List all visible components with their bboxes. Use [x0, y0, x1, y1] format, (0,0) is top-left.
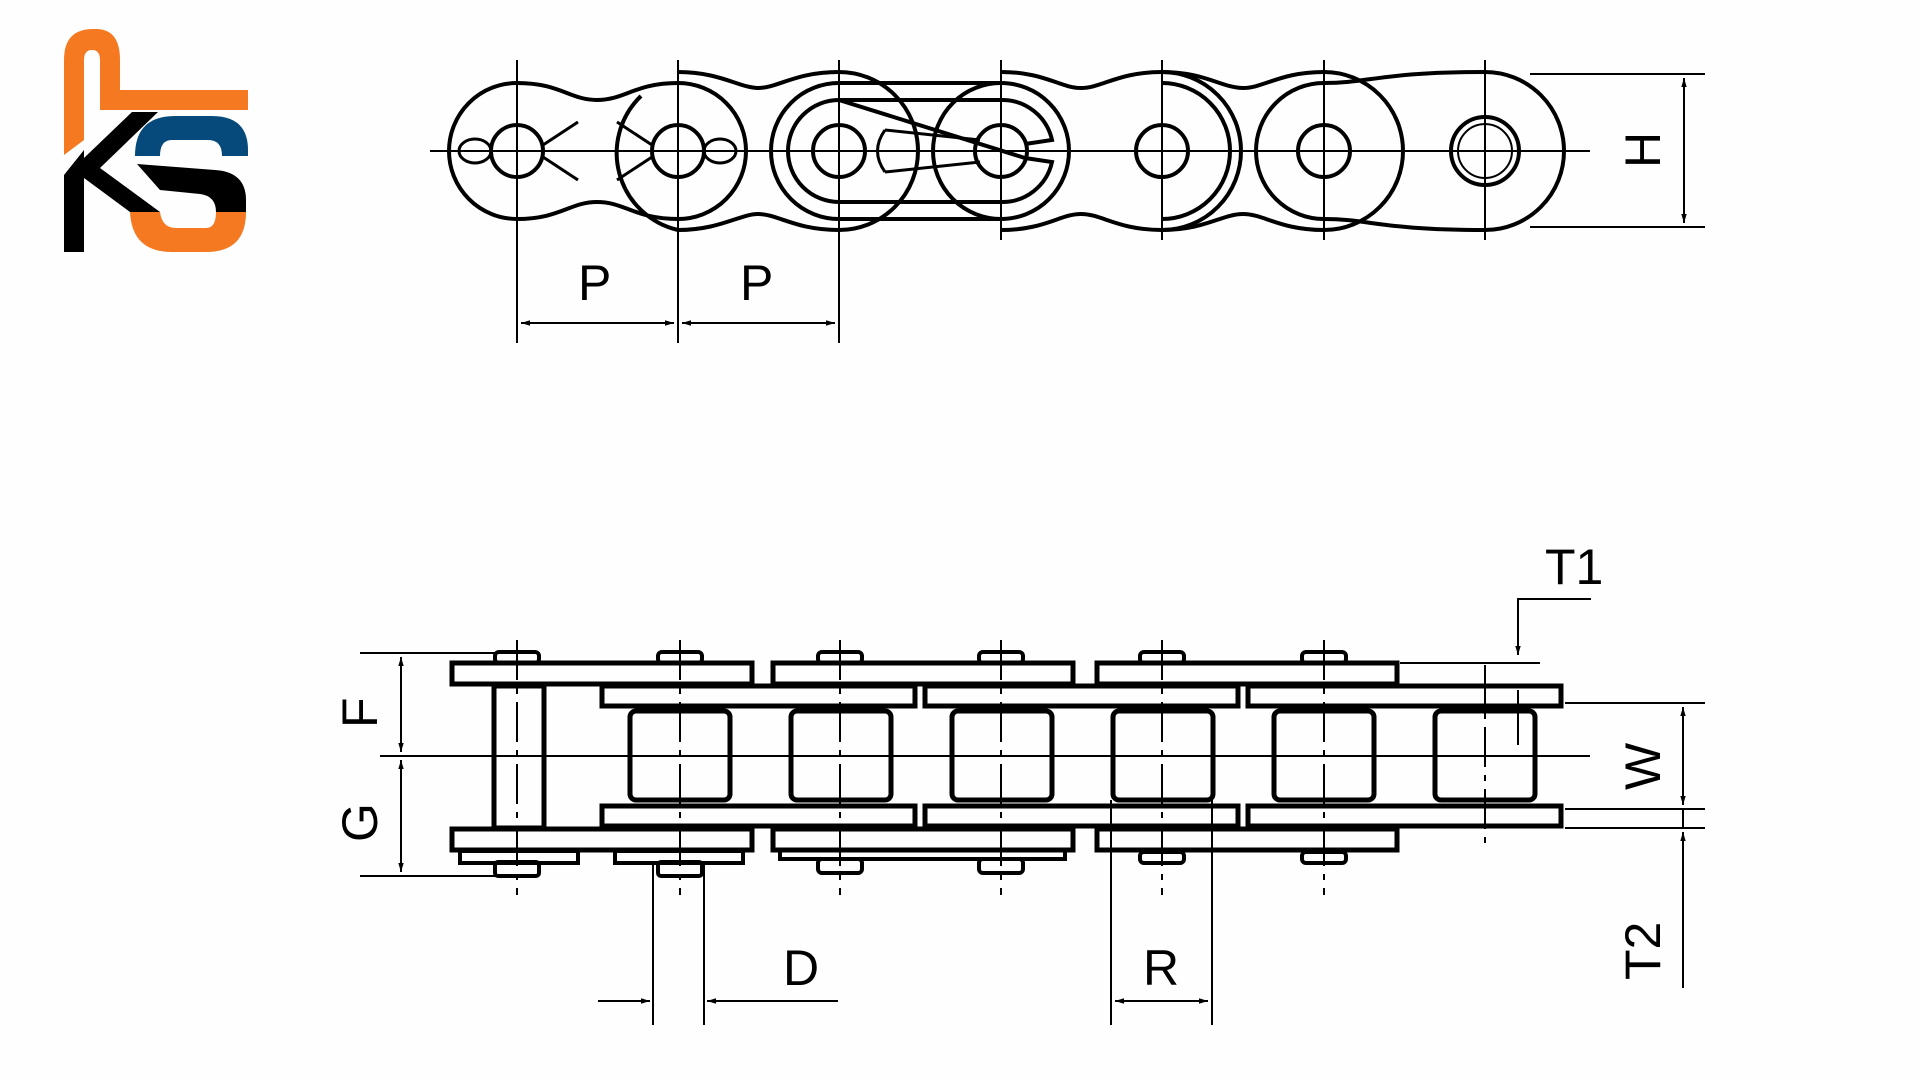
outer-link-plate-2	[931, 81, 1232, 221]
top-pins	[489, 115, 1521, 187]
ks-logo	[64, 29, 248, 252]
cotter-pins	[457, 120, 738, 182]
inner-plates-bottom	[599, 803, 1564, 829]
dimension-label-t2: T2	[1615, 922, 1671, 980]
inner-link-plate-1	[614, 69, 920, 233]
dimension-label-t1: T1	[1545, 539, 1603, 595]
clip-plate	[778, 848, 1067, 861]
outer-plates-bottom	[449, 826, 1400, 853]
t1-leader	[1515, 598, 1591, 655]
spring-clip-slot	[876, 128, 981, 174]
inner-plates-top	[599, 683, 1564, 709]
inner-link-plate-2	[1000, 69, 1243, 233]
dimension-label-p2: P	[740, 255, 773, 311]
dimension-label-f: F	[332, 697, 388, 728]
pin-heads-bottom	[458, 849, 1348, 878]
end-pin	[491, 683, 547, 831]
logo-letter-s-top	[135, 116, 248, 156]
spring-clip	[786, 97, 1055, 205]
rollers	[627, 708, 1538, 803]
dimension-label-g: G	[332, 803, 388, 842]
logo-letter-s-middle	[137, 164, 246, 212]
logo-letter-s-bottom	[130, 212, 246, 252]
bottom-pin-axes	[516, 640, 1486, 895]
inner-link-plate-3	[1161, 69, 1405, 233]
outer-link-plate-1	[447, 80, 748, 222]
outer-plates-top	[449, 660, 1400, 687]
pin-heads-top	[493, 650, 1348, 665]
logo-orange-hook	[64, 29, 248, 155]
logo-letter-k	[64, 112, 160, 252]
dimension-label-w: W	[1615, 742, 1671, 790]
dimension-label-d: D	[783, 940, 819, 996]
outer-link-plate-3	[1254, 69, 1566, 233]
top-view	[430, 60, 1705, 343]
dimension-label-r: R	[1143, 940, 1179, 996]
dimension-label-h: H	[1615, 132, 1671, 168]
dimension-label-p1: P	[578, 255, 611, 311]
bottom-view	[360, 598, 1705, 1025]
